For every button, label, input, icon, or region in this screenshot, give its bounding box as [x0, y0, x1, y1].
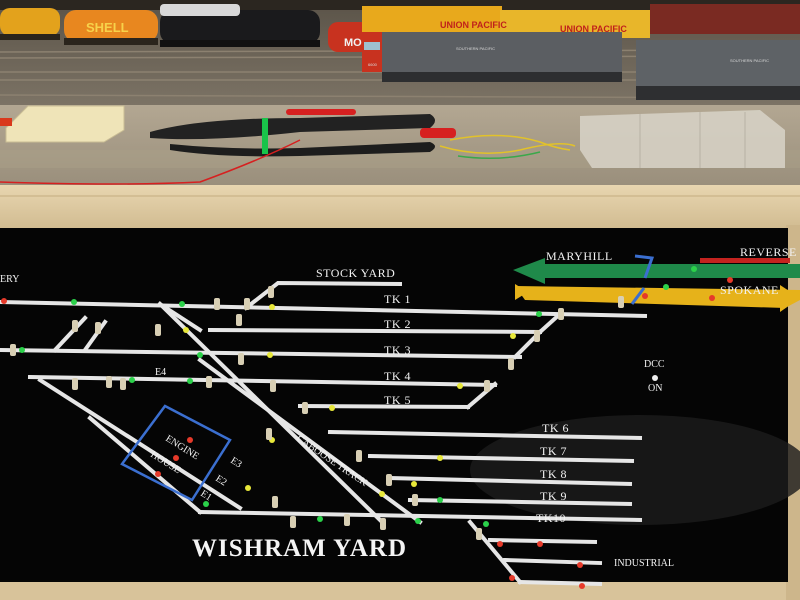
- label-ery: ERY: [0, 274, 19, 285]
- label-stock-yard: STOCK YARD: [316, 266, 395, 280]
- sp-locomotive-1: SOUTHERN PACIFIC 6600: [362, 32, 622, 82]
- label-tk1: TK 1: [384, 292, 411, 306]
- union-pacific-cars: UNION PACIFIC UNION PACIFIC: [362, 4, 800, 38]
- label-maryhill: MARYHILL: [546, 249, 613, 263]
- shell-logo-text: SHELL: [86, 20, 129, 35]
- label-reverse: REVERSE: [740, 245, 797, 259]
- label-dcc: DCC: [644, 359, 665, 370]
- up-text-left: UNION PACIFIC: [440, 20, 507, 30]
- shell-tank-car: SHELL: [64, 10, 158, 45]
- panel-frame-right: [786, 225, 800, 600]
- pliers: [150, 109, 456, 157]
- panel-title: WISHRAM YARD: [192, 535, 407, 562]
- label-e1: E1: [198, 488, 213, 503]
- label-e2: E2: [213, 473, 228, 488]
- panel-frame-top: [0, 185, 800, 233]
- label-tk5: TK 5: [384, 393, 411, 407]
- red-car-text: MO: [344, 37, 362, 49]
- reverse-line: [700, 258, 790, 263]
- toggle-switches: [10, 286, 624, 540]
- black-tank-car: [160, 4, 320, 47]
- label-e3: E3: [228, 455, 243, 470]
- label-tk10: TK10: [536, 511, 566, 525]
- label-tk4: TK 4: [384, 369, 411, 383]
- label-tk7: TK 7: [540, 444, 567, 458]
- label-tk2: TK 2: [384, 317, 411, 331]
- label-tk9: TK 9: [540, 489, 567, 503]
- label-on: ON: [648, 383, 662, 394]
- sp-text-1: SOUTHERN PACIFIC: [456, 46, 495, 51]
- indicator-leds: [1, 266, 733, 589]
- label-tk8: TK 8: [540, 467, 567, 481]
- label-tk3: TK 3: [384, 343, 411, 357]
- engine-house-outline: [120, 404, 232, 502]
- cab-number: 6600: [368, 62, 378, 67]
- sanding-block: [5, 105, 125, 143]
- panel-frame-bottom: [0, 580, 800, 600]
- maryhill-arrow: [513, 258, 800, 284]
- up-text-right: UNION PACIFIC: [560, 24, 627, 34]
- wires: [0, 134, 576, 185]
- yellow-tank-car: [0, 8, 60, 40]
- sp-locomotive-2: SOUTHERN PACIFIC: [636, 40, 800, 100]
- sp-text-2: SOUTHERN PACIFIC: [730, 58, 769, 63]
- label-e4: E4: [155, 367, 166, 378]
- spokane-arrow: [515, 284, 800, 312]
- label-tk6: TK 6: [542, 421, 569, 435]
- label-industrial: INDUSTRIAL: [614, 558, 674, 569]
- dcc-indicator: [652, 375, 658, 381]
- parts-box: [580, 110, 785, 168]
- label-spokane: SPOKANE: [720, 283, 779, 297]
